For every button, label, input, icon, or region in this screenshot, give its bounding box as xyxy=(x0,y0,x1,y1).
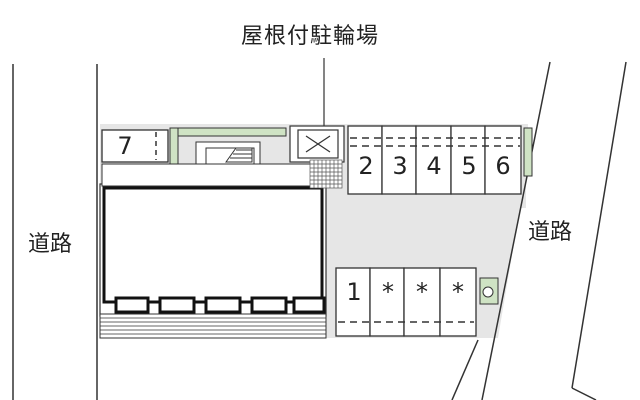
stairs xyxy=(195,141,261,165)
space-number: * xyxy=(382,278,394,306)
meter-box xyxy=(482,286,494,298)
road-boundary-lines xyxy=(12,61,627,400)
space-number: * xyxy=(452,278,464,306)
space-number: 3 xyxy=(392,152,408,180)
parking-space-7 xyxy=(101,129,169,163)
space-number: 4 xyxy=(426,152,442,180)
space-number: 5 xyxy=(461,152,477,180)
space-number: 7 xyxy=(117,132,133,160)
bicycle-parking-label: 屋根付駐輪場 xyxy=(241,24,380,49)
space-number: 6 xyxy=(495,152,511,180)
space-number: 1 xyxy=(346,278,362,306)
building xyxy=(99,163,327,339)
parking-dashes-top xyxy=(350,137,520,147)
space-number: * xyxy=(416,278,428,306)
space-number: 2 xyxy=(358,152,374,180)
covered-bicycle-parking xyxy=(289,58,345,163)
grate xyxy=(309,159,343,189)
road-label-right: 道路 xyxy=(528,220,573,245)
parking-spaces-bottom xyxy=(335,267,477,337)
road-label-left: 道路 xyxy=(28,232,73,257)
